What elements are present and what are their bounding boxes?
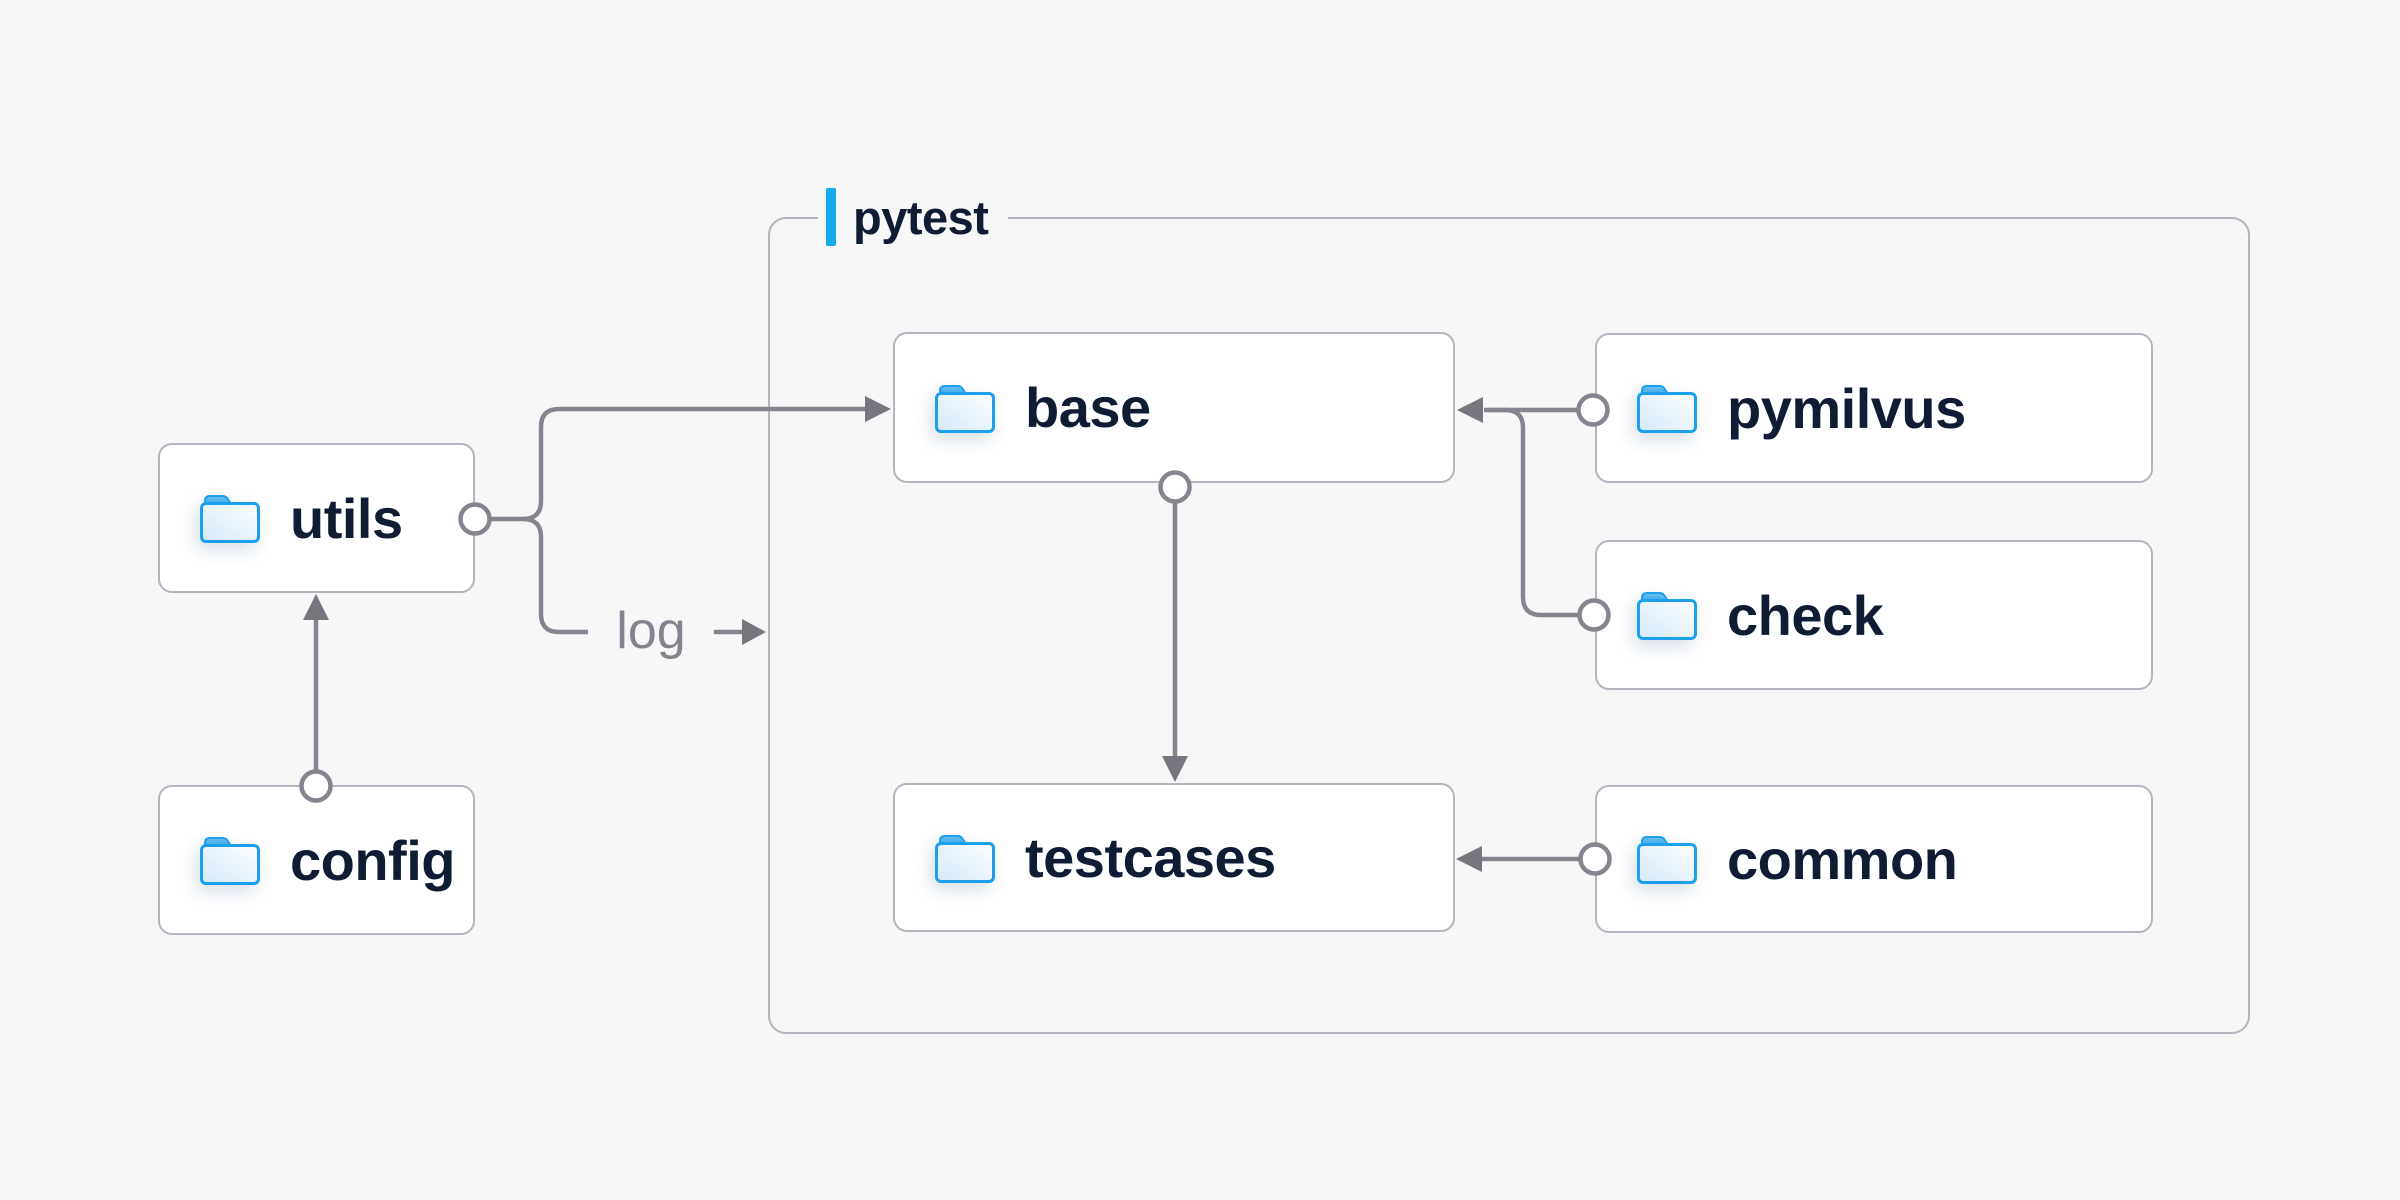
- node-label: check: [1727, 583, 1884, 647]
- node-label: pymilvus: [1727, 376, 1966, 440]
- folder-icon: [1635, 381, 1699, 435]
- arrowhead-up-icon: [303, 594, 329, 620]
- arrowhead-right-icon: [742, 619, 766, 645]
- pytest-group[interactable]: [768, 217, 2250, 1034]
- edge-label-log: log: [616, 602, 686, 660]
- node-label: common: [1727, 827, 1958, 891]
- folder-icon: [198, 491, 262, 545]
- pytest-group-label: pytest: [818, 186, 1009, 248]
- folder-icon: [1635, 832, 1699, 886]
- node-check[interactable]: check: [1595, 540, 2153, 690]
- node-config[interactable]: config: [158, 785, 475, 935]
- node-common[interactable]: common: [1595, 785, 2153, 933]
- node-label: config: [290, 828, 455, 892]
- folder-icon: [933, 831, 997, 885]
- node-label: utils: [290, 486, 403, 550]
- node-pymilvus[interactable]: pymilvus: [1595, 333, 2153, 483]
- folder-icon: [1635, 588, 1699, 642]
- edge-utils-log: [522, 516, 588, 635]
- node-utils[interactable]: utils: [158, 443, 475, 593]
- group-accent-bar: [826, 188, 836, 246]
- node-label: testcases: [1025, 826, 1276, 889]
- node-testcases[interactable]: testcases: [893, 783, 1455, 932]
- folder-icon: [198, 833, 262, 887]
- group-title: pytest: [853, 190, 989, 244]
- folder-icon: [933, 381, 997, 435]
- node-base[interactable]: base: [893, 332, 1455, 483]
- node-label: base: [1025, 376, 1151, 439]
